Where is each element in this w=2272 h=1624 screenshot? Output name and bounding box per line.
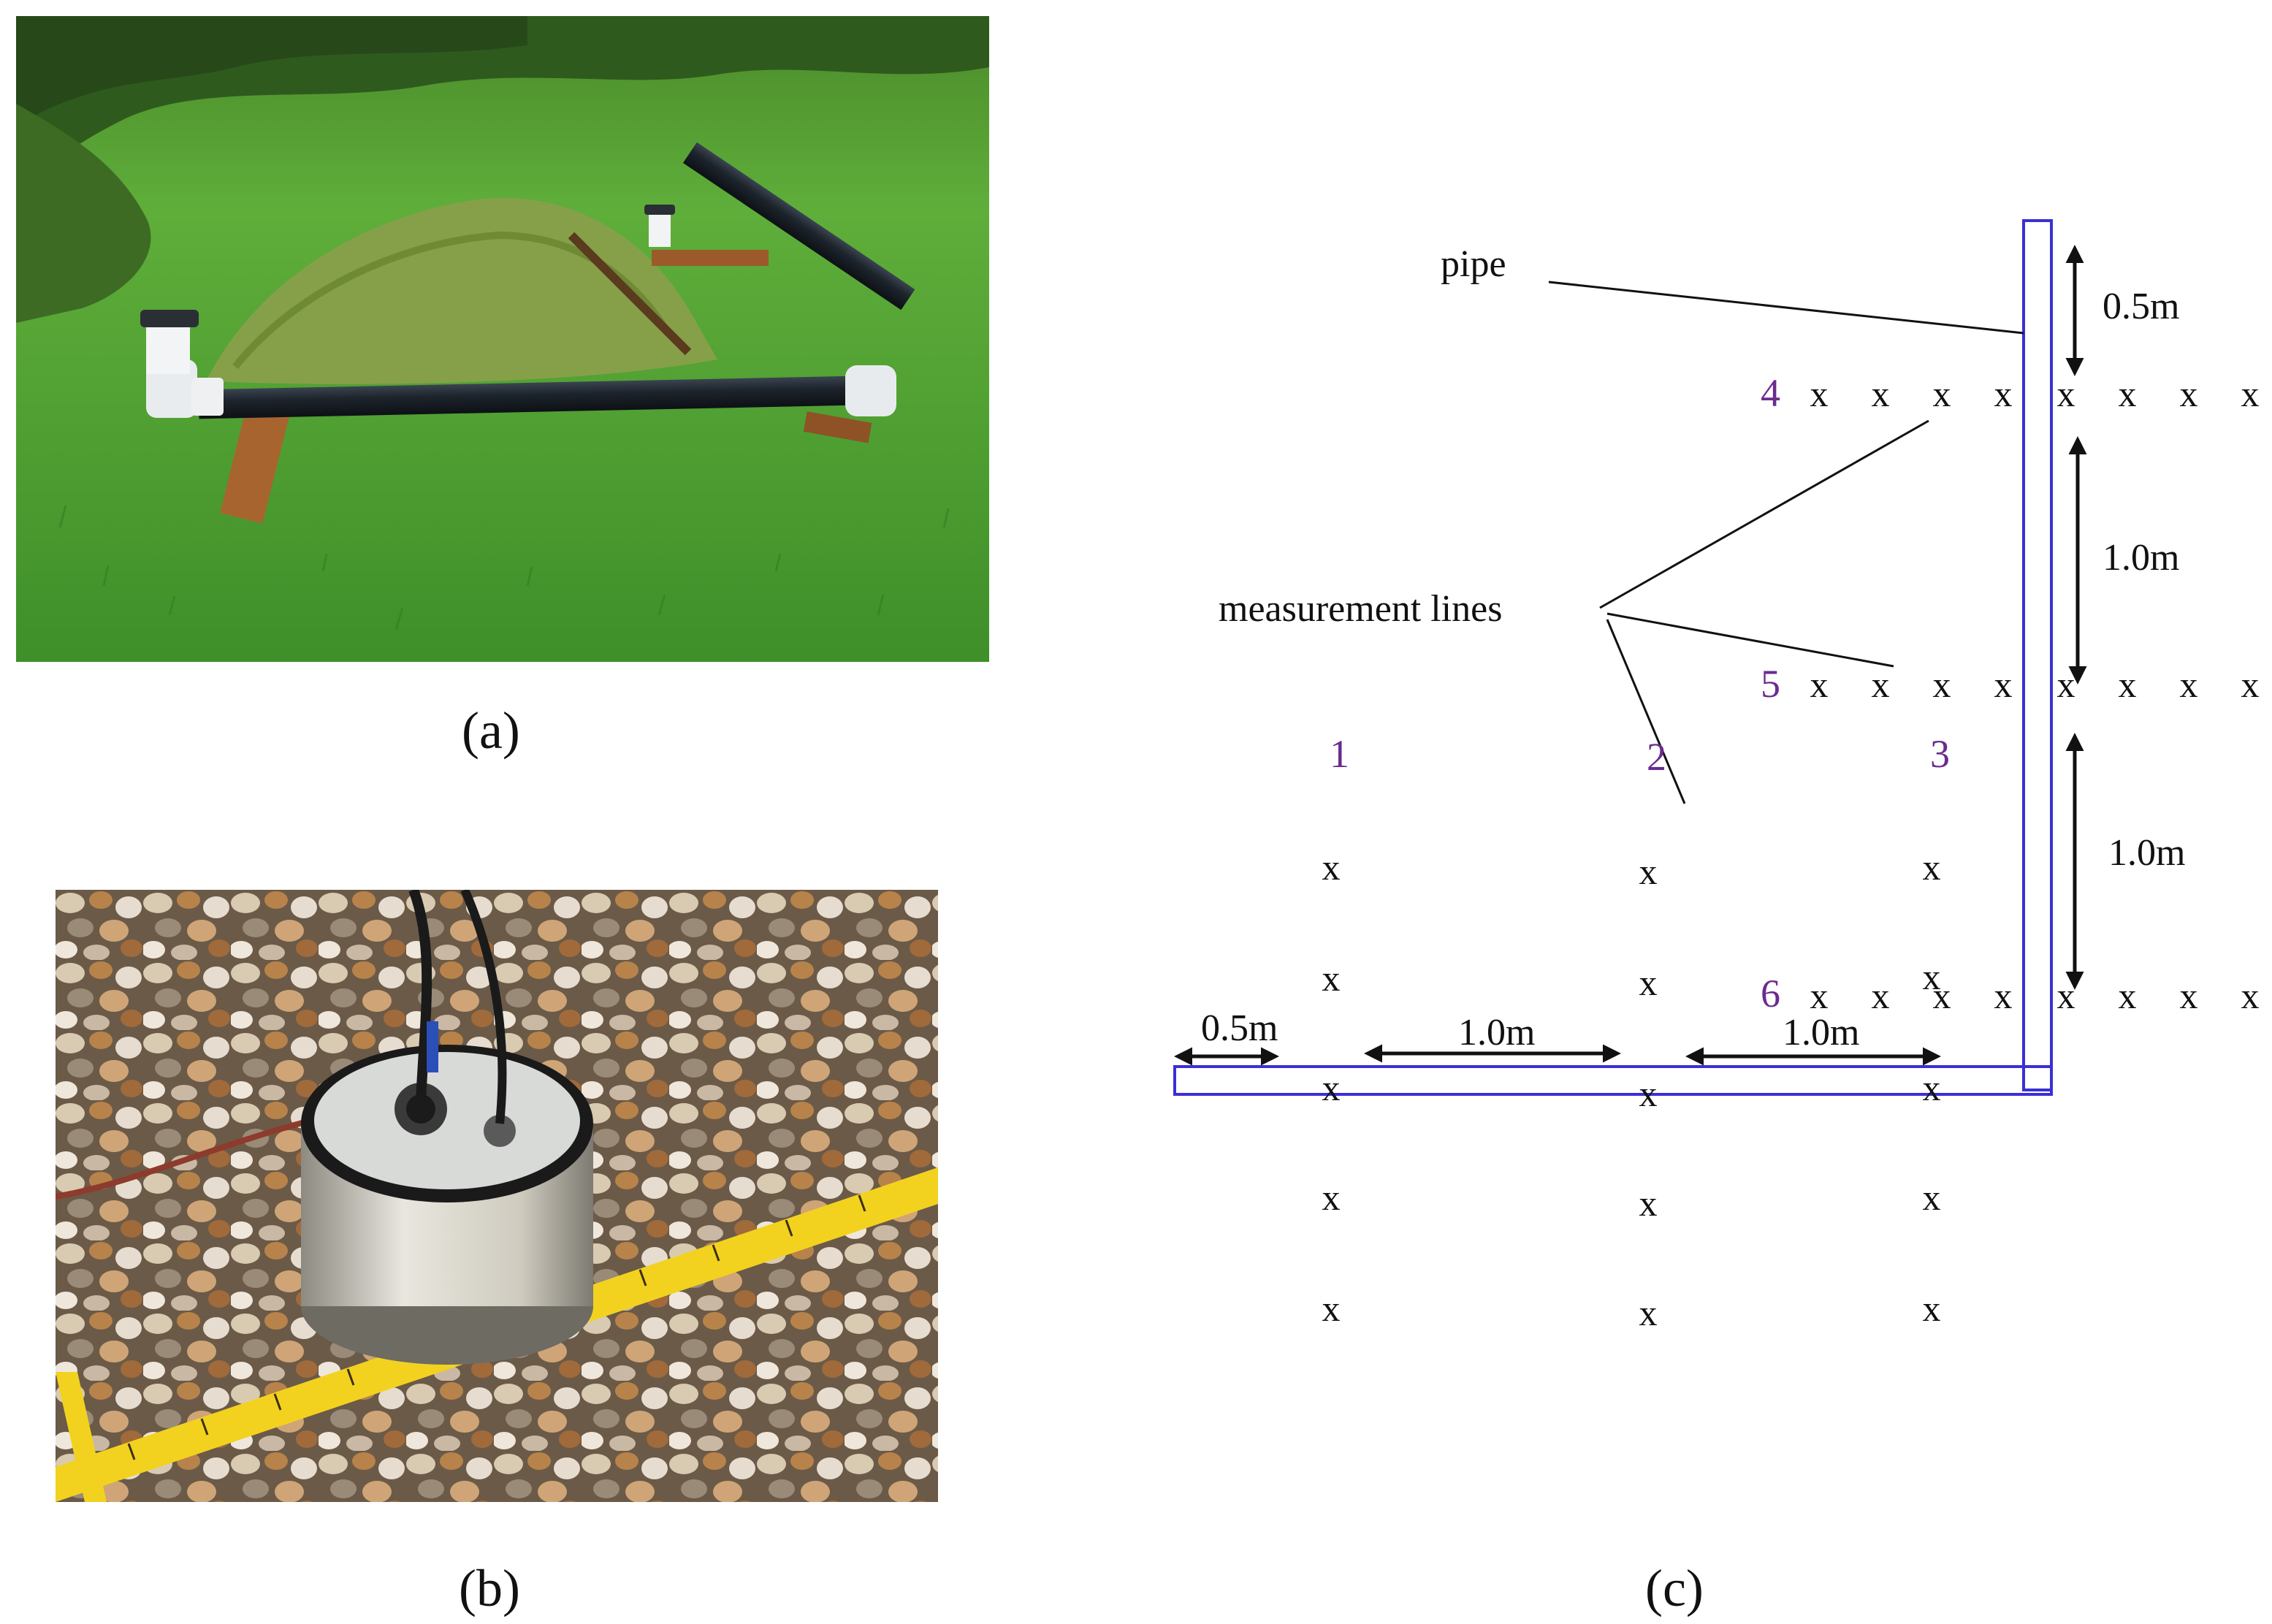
marker-line5-1: x bbox=[1810, 664, 1829, 705]
marker-line1-4: x bbox=[1322, 1177, 1341, 1218]
caption-c: (c) bbox=[1645, 1559, 1704, 1617]
marker-line2-1: x bbox=[1639, 851, 1658, 892]
marker-line4-1: x bbox=[1810, 373, 1829, 414]
line-number-3: 3 bbox=[1930, 732, 1950, 776]
marker-line3-3: x bbox=[1923, 1067, 1941, 1108]
marker-line3-1: x bbox=[1923, 847, 1941, 888]
marker-line5-8: x bbox=[2241, 664, 2260, 705]
pipe-horizontal bbox=[1173, 1065, 2053, 1096]
marker-line2-5: x bbox=[1639, 1292, 1658, 1333]
marker-line6-1: x bbox=[1810, 975, 1829, 1016]
marker-line1-3: x bbox=[1322, 1067, 1341, 1108]
measurement-leader-row5 bbox=[1606, 612, 1894, 668]
marker-line5-2: x bbox=[1872, 664, 1890, 705]
marker-line2-4: x bbox=[1639, 1183, 1658, 1224]
line-number-1: 1 bbox=[1330, 732, 1349, 776]
marker-line6-4: x bbox=[1994, 975, 2013, 1016]
marker-line6-5: x bbox=[2057, 975, 2075, 1016]
marker-line6-8: x bbox=[2241, 975, 2260, 1016]
marker-line4-5: x bbox=[2057, 373, 2075, 414]
measurement-layout-diagram: pipe measurement lines 0.5m 1.0m 1.0m 0.… bbox=[1140, 190, 2272, 1373]
dim-label-row-gap-2: 1.0m bbox=[2108, 832, 2185, 874]
marker-line5-7: x bbox=[2180, 664, 2198, 705]
pipe-leader bbox=[1548, 281, 2024, 335]
marker-line4-6: x bbox=[2119, 373, 2137, 414]
marker-line3-2: x bbox=[1923, 956, 1941, 997]
marker-line5-4: x bbox=[1994, 664, 2013, 705]
measurement-leader-row4 bbox=[1599, 419, 1929, 609]
dim-label-col-gap-1: 1.0m bbox=[1458, 1012, 1535, 1053]
measurement-leader-col2 bbox=[1606, 619, 1686, 804]
marker-line2-3: x bbox=[1639, 1073, 1658, 1114]
marker-line5-6: x bbox=[2119, 664, 2137, 705]
caption-a: (a) bbox=[462, 701, 520, 760]
marker-line6-3: x bbox=[1933, 975, 1951, 1016]
marker-line6-7: x bbox=[2180, 975, 2198, 1016]
marker-line4-4: x bbox=[1994, 373, 2013, 414]
photo-sensor-on-gravel bbox=[56, 890, 938, 1502]
pipe-label: pipe bbox=[1441, 243, 1506, 285]
marker-line4-7: x bbox=[2180, 373, 2198, 414]
photo-field-pipe bbox=[16, 16, 989, 662]
marker-line5-5: x bbox=[2057, 664, 2075, 705]
marker-line1-5: x bbox=[1322, 1288, 1341, 1329]
marker-line4-8: x bbox=[2241, 373, 2260, 414]
marker-line2-2: x bbox=[1639, 962, 1658, 1003]
marker-line3-4: x bbox=[1923, 1177, 1941, 1218]
marker-line5-3: x bbox=[1933, 664, 1951, 705]
marker-line6-2: x bbox=[1872, 975, 1890, 1016]
dim-label-row-gap-1: 1.0m bbox=[2103, 537, 2179, 579]
line-number-6: 6 bbox=[1761, 972, 1780, 1015]
marker-line6-6: x bbox=[2119, 975, 2137, 1016]
measurement-markers: x x x x x x x x x x x x x x x x x x x x x x x x x x x x x x x x x x x x x x x bbox=[1322, 373, 2260, 1333]
dim-label-left-offset: 0.5m bbox=[1201, 1007, 1278, 1049]
line-number-2: 2 bbox=[1647, 735, 1666, 779]
line-number-5: 5 bbox=[1761, 662, 1780, 706]
marker-line3-5: x bbox=[1923, 1288, 1941, 1329]
marker-line1-2: x bbox=[1322, 958, 1341, 999]
marker-line1-1: x bbox=[1322, 847, 1341, 888]
dim-label-top: 0.5m bbox=[2103, 286, 2179, 327]
marker-line4-3: x bbox=[1933, 373, 1951, 414]
line-number-4: 4 bbox=[1761, 371, 1780, 415]
pipe-vertical bbox=[2022, 219, 2053, 1091]
measurement-lines-label: measurement lines bbox=[1219, 588, 1502, 630]
dim-label-col-gap-2: 1.0m bbox=[1783, 1012, 1859, 1053]
marker-line4-2: x bbox=[1872, 373, 1890, 414]
caption-b: (b) bbox=[459, 1559, 520, 1617]
